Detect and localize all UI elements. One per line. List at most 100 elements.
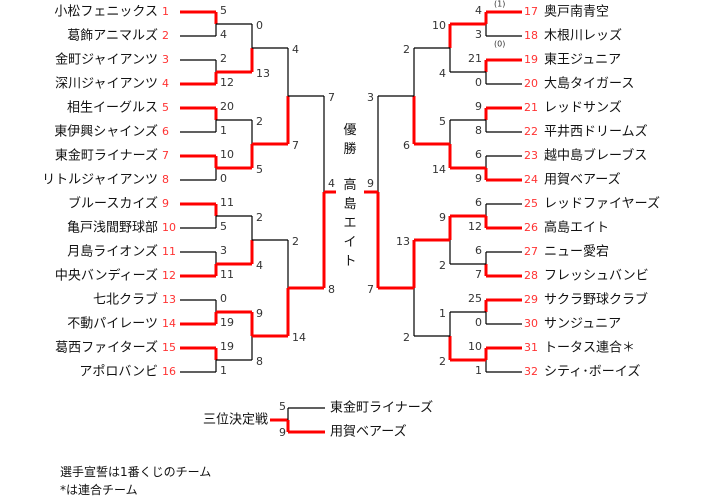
team-name: 深川ジャイアンツ <box>55 77 158 92</box>
match-score: 14 <box>292 331 306 344</box>
match-score: 12 <box>220 76 234 89</box>
match-score: 12 <box>468 220 482 233</box>
seed-number: 29 <box>524 293 538 306</box>
team-name: アポロバンビ <box>79 365 158 380</box>
match-score: 4 <box>292 43 299 56</box>
team-name: リトルジャイアンツ <box>42 173 158 188</box>
match-score: 10 <box>432 19 446 32</box>
match-score: 20 <box>220 100 234 113</box>
team-name: 越中島ブレーブス <box>544 148 647 164</box>
seed-number: 22 <box>524 125 538 138</box>
match-score: 3 <box>220 244 227 257</box>
match-score: 2 <box>220 52 227 65</box>
seed-number: 4 <box>162 77 169 90</box>
team-name: 東金町ライナーズ <box>55 148 158 164</box>
seed-number: 20 <box>524 77 538 90</box>
third-place-team: 用賀ベアーズ <box>330 424 407 440</box>
match-score: 6 <box>475 148 482 161</box>
seed-number: 14 <box>162 317 176 330</box>
match-score: 2 <box>403 331 410 344</box>
match-score: 10 <box>468 340 482 353</box>
team-name: 相生イーグルス <box>67 101 158 116</box>
seed-number: 11 <box>162 245 176 258</box>
seed-number: 10 <box>162 221 176 234</box>
match-score: 9 <box>475 100 482 113</box>
note-combined-team: *は連合チーム <box>60 483 138 497</box>
final-score-left: 4 <box>328 177 335 190</box>
match-score: 13 <box>256 67 270 80</box>
match-score: 0 <box>475 316 482 329</box>
team-name: 大島タイガース <box>544 77 634 92</box>
team-name: 小松フェニックス <box>54 5 158 20</box>
seed-number: 7 <box>162 149 169 162</box>
seed-number: 21 <box>524 101 538 114</box>
team-name: シティ･ボーイズ <box>544 364 640 380</box>
match-score: 4 <box>256 259 263 272</box>
match-score: 0 <box>475 76 482 89</box>
seed-number: 16 <box>162 365 176 378</box>
team-name: フレッシュバンビ <box>544 269 649 284</box>
match-score: 2 <box>256 115 263 128</box>
team-name: 木根川レッズ <box>544 28 622 44</box>
match-score: 0 <box>220 292 227 305</box>
seed-number: 17 <box>524 5 538 18</box>
match-score: 2 <box>256 211 263 224</box>
match-score: 1 <box>439 307 446 320</box>
match-score: 4 <box>439 67 446 80</box>
team-name: 七北クラブ <box>93 292 158 308</box>
match-score: 19 <box>220 316 234 329</box>
match-score: 2 <box>403 43 410 56</box>
team-name: 東伊興シャインズ <box>54 124 158 140</box>
seed-number: 9 <box>162 197 169 210</box>
match-score: 8 <box>475 124 482 137</box>
final-score-right: 9 <box>367 177 374 190</box>
team-name: 不動パイレーツ <box>67 317 158 332</box>
team-name: 奥戸南青空 <box>544 4 609 20</box>
match-score: 7 <box>475 268 482 281</box>
tiebreak-score: (1) <box>494 0 505 9</box>
match-score: 1 <box>220 124 227 137</box>
team-name: 中央バンディーズ <box>55 268 158 284</box>
match-score: 21 <box>468 52 482 65</box>
match-score: 9 <box>439 211 446 224</box>
match-score: 5 <box>439 115 446 128</box>
match-score: 2 <box>439 355 446 368</box>
seed-number: 6 <box>162 125 169 138</box>
seed-number: 24 <box>524 173 538 186</box>
match-score: 5 <box>256 163 263 176</box>
match-score: 9 <box>475 172 482 185</box>
match-score: 11 <box>220 196 234 209</box>
match-score: 6 <box>475 244 482 257</box>
seed-number: 15 <box>162 341 176 354</box>
third-place-score: 9 <box>279 426 286 439</box>
team-name: レッドサンズ <box>544 100 622 116</box>
match-score: 0 <box>220 172 227 185</box>
seed-number: 8 <box>162 173 169 186</box>
match-score: 1 <box>475 364 482 377</box>
match-score: 13 <box>396 235 410 248</box>
match-score: 0 <box>256 19 263 32</box>
match-score: 3 <box>367 91 374 104</box>
seed-number: 27 <box>524 245 538 258</box>
team-name: 葛西ファイターズ <box>55 340 158 356</box>
third-place-score: 5 <box>279 400 286 413</box>
match-score: 3 <box>475 28 482 41</box>
seed-number: 18 <box>524 29 538 42</box>
champion-title: 優勝 <box>343 123 357 157</box>
seed-number: 23 <box>524 149 538 162</box>
team-name: ブルースカイズ <box>68 196 158 212</box>
team-name: トータス連合＊ <box>544 341 635 356</box>
seed-number: 28 <box>524 269 538 282</box>
seed-number: 19 <box>524 53 538 66</box>
team-name: レッドファイヤーズ <box>544 196 660 212</box>
match-score: 4 <box>220 28 227 41</box>
seed-number: 12 <box>162 269 176 282</box>
match-score: 2 <box>292 235 299 248</box>
third-place-label: 三位決定戦 <box>203 413 268 428</box>
match-score: 6 <box>475 196 482 209</box>
match-score: 5 <box>220 220 227 233</box>
seed-number: 1 <box>162 5 169 18</box>
seed-number: 13 <box>162 293 176 306</box>
note-oath: 選手宣誓は1番くじのチーム <box>60 465 212 479</box>
tiebreak-score: (0) <box>494 40 505 49</box>
